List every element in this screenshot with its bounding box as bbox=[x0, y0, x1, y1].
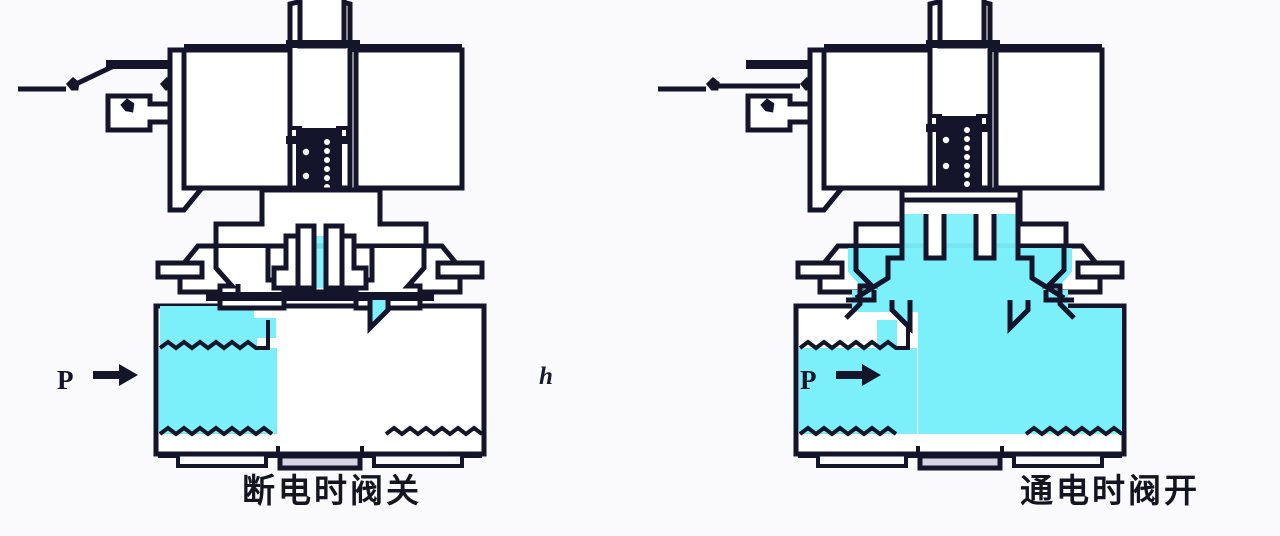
valve-illustration-open bbox=[658, 0, 1127, 471]
diaphragm-assembly-lifted bbox=[844, 197, 1076, 335]
fluid-level-marks bbox=[158, 320, 484, 437]
valve-diagram-deenergized: P 断电时阀关 bbox=[18, 0, 487, 507]
flow-arrow-icon bbox=[92, 363, 139, 392]
caption-deenergized: 断电时阀关 bbox=[242, 472, 422, 509]
solenoid-coil-housing bbox=[807, 44, 1105, 213]
inlet-pressure-label: P bbox=[800, 363, 882, 394]
solenoid-coil-housing bbox=[167, 44, 465, 213]
caption-energized: 通电时阀开 bbox=[1020, 472, 1200, 509]
pipe-threads bbox=[798, 446, 1122, 471]
fluid-region-flow-through bbox=[799, 214, 1122, 434]
valve-diagram-energized: P 通电时阀开 bbox=[640, 0, 1280, 536]
fluid-level-marks bbox=[798, 320, 1124, 437]
valve-illustration-closed bbox=[18, 0, 487, 471]
spring-coil bbox=[964, 127, 970, 196]
flow-arrow-icon bbox=[835, 363, 882, 392]
inlet-pressure-label: P bbox=[57, 363, 139, 394]
stray-ink-mark: h bbox=[539, 363, 553, 390]
pipe-threads bbox=[158, 446, 482, 471]
diaphragm-assembly-seated bbox=[206, 223, 434, 335]
